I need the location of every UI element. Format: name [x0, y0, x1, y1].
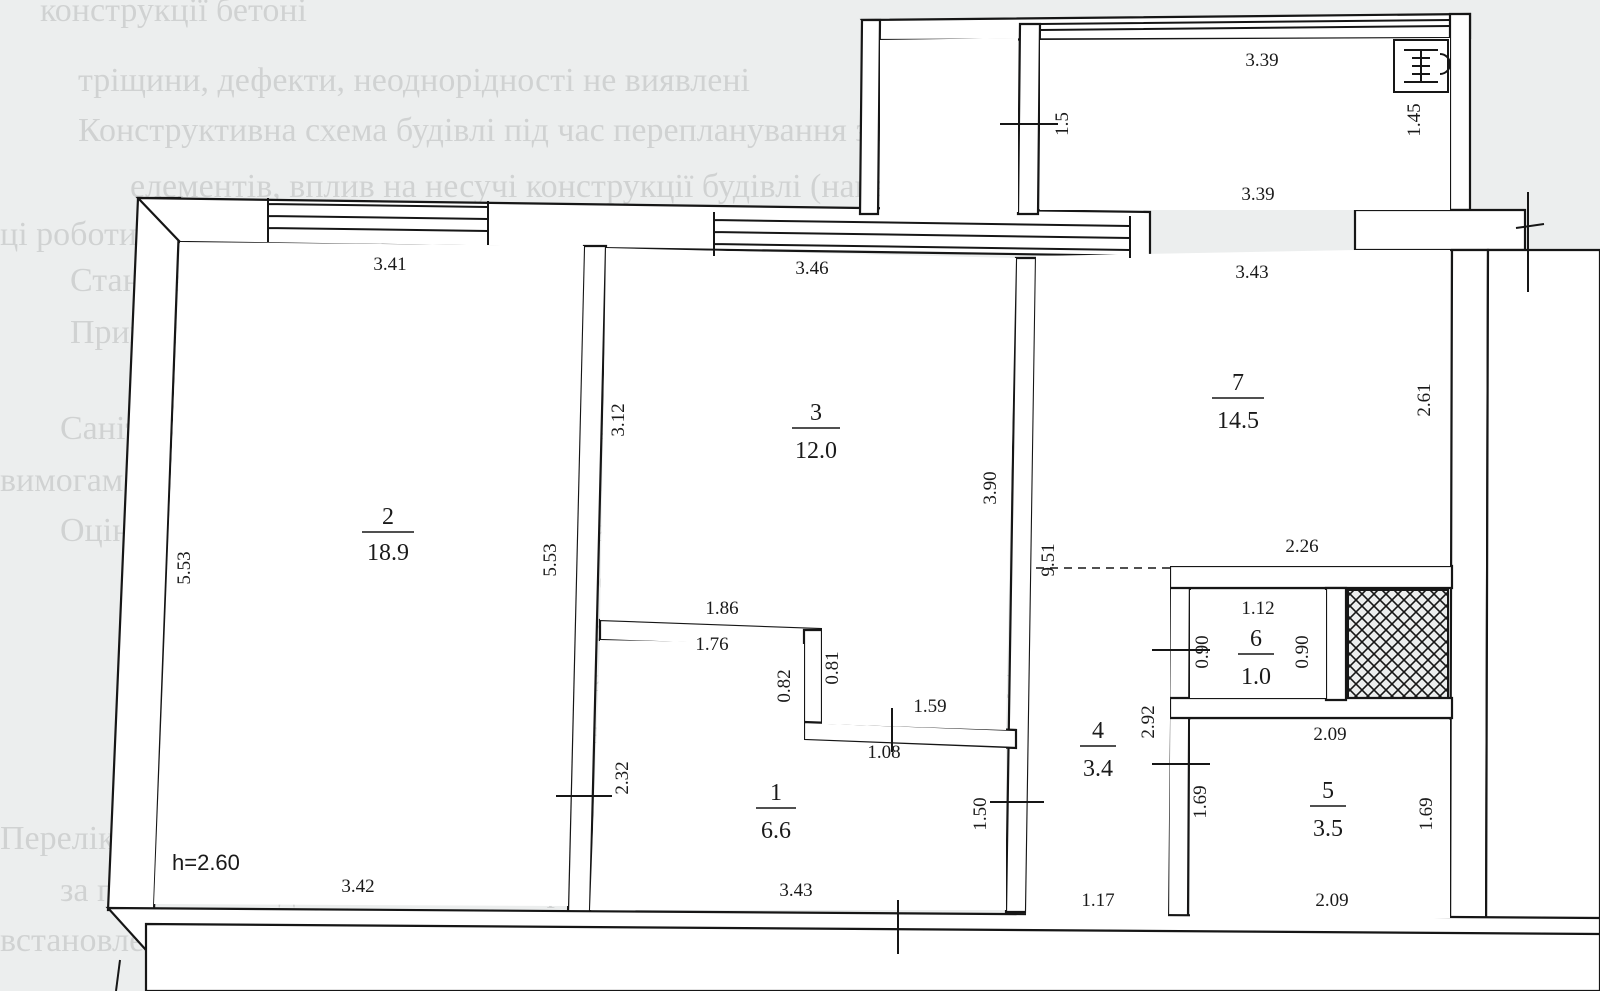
dim-room1-step-top: 1.08: [867, 742, 900, 763]
room-label-6: 6 1.0: [1238, 626, 1274, 690]
wall-bath-mid: [1168, 696, 1454, 720]
ceiling-height-label: h=2.60: [172, 850, 240, 875]
room-area: 1.0: [1241, 664, 1271, 690]
room-area: 6.6: [761, 818, 791, 844]
dim-room3-left: 3.12: [608, 403, 629, 436]
dim-room3-top: 3.46: [795, 258, 828, 279]
room-label-1: 1 6.6: [756, 780, 796, 844]
wall-balcony-left: [858, 18, 882, 216]
dim-room2-left: 5.53: [174, 551, 195, 584]
dim-room1-left: 2.32: [612, 761, 633, 794]
wall-bottom-plinth: [144, 922, 1600, 991]
ventilation-shaft: [1347, 589, 1449, 699]
room-label-2: 2 18.9: [362, 504, 414, 566]
wall-room3-step: [802, 628, 824, 738]
room-area: 3.4: [1083, 756, 1113, 782]
dim-room2-right: 5.53: [540, 543, 561, 576]
dim-balcony-bottom: 3.39: [1241, 184, 1274, 205]
room-6-floor: [1190, 590, 1326, 698]
room-area: 3.5: [1313, 816, 1343, 842]
wall-kitchen-right-stub: [1353, 208, 1527, 252]
room-number: 7: [1232, 370, 1244, 396]
boiler-icon: [1393, 39, 1451, 93]
dim-room5-top: 2.09: [1313, 724, 1346, 745]
room-area: 18.9: [367, 540, 409, 566]
room-3-floor: [600, 248, 1016, 730]
wall-balcony-divider: [1016, 22, 1042, 216]
room-number: 6: [1250, 626, 1262, 652]
room-label-7: 7 14.5: [1212, 370, 1264, 434]
wall-bath-top: [1168, 564, 1454, 590]
dim-room6-left: 0.90: [1192, 635, 1213, 668]
dim-room6-top: 1.12: [1241, 598, 1274, 619]
dim-balcony-width: 1.5: [1052, 112, 1073, 136]
wall-bath-left: [1166, 564, 1192, 922]
dim-room1-right: 1.50: [970, 797, 991, 830]
room-area: 12.0: [795, 438, 837, 464]
dim-room7-top: 3.43: [1235, 262, 1268, 283]
window-room3: [713, 212, 1131, 258]
room-2-floor: [154, 242, 584, 906]
dim-room2-bottom: 3.42: [341, 876, 374, 897]
dim-room1-bottom: 3.43: [779, 880, 812, 901]
room-balcony-right: [1040, 38, 1450, 210]
wall-wc-right: [1324, 586, 1348, 702]
room-7-floor: [1026, 250, 1450, 918]
room-label-5: 5 3.5: [1310, 778, 1346, 842]
dim-room1-top: 1.76: [695, 634, 728, 655]
dim-room5-right: 1.69: [1416, 797, 1437, 830]
walls: [105, 12, 1600, 991]
room-number: 2: [382, 504, 394, 530]
room-number: 4: [1092, 718, 1104, 744]
dim-room3-step: 0.81: [822, 651, 843, 684]
dim-room5-bottom: 2.09: [1315, 890, 1348, 911]
room-1-floor: [590, 640, 1006, 910]
room-number: 3: [810, 400, 822, 426]
dim-room7-bottom: 2.26: [1285, 536, 1318, 557]
dim-room6-right: 0.90: [1292, 635, 1313, 668]
room-labels: 2 18.9 3 12.0 7 14.5 6 1.0 4: [362, 370, 1346, 844]
room-label-4: 4 3.4: [1080, 718, 1116, 782]
wall-far-right: [1484, 248, 1600, 957]
room-balcony-left: [880, 38, 1018, 212]
room-number: 5: [1322, 778, 1334, 804]
windows: [267, 19, 1451, 258]
room-5-floor: [1190, 720, 1450, 918]
dim-balcony-height: 1.45: [1404, 103, 1425, 136]
room-area: 14.5: [1217, 408, 1259, 434]
dim-room4-bottom: 1.17: [1081, 890, 1114, 911]
dim-room4-right: 2.92: [1138, 705, 1159, 738]
dim-room3-bottom: 1.86: [705, 598, 738, 619]
dim-balcony-top: 3.39: [1245, 50, 1278, 71]
dim-room2-top: 3.41: [373, 254, 406, 275]
dim-room1-step: 0.82: [774, 669, 795, 702]
window-room2: [267, 198, 489, 245]
wall-right-upper: [1448, 12, 1472, 212]
wall-right-lower: [1448, 248, 1490, 957]
window-balcony: [1039, 19, 1451, 31]
dim-room3-right: 3.90: [980, 471, 1001, 504]
dimension-labels: 3.39 1.5 1.45 3.39 3.41 3.46 3.43 3.12 3…: [174, 50, 1437, 911]
dim-room5-left: 1.69: [1190, 785, 1211, 818]
dim-room7-right: 2.61: [1414, 383, 1435, 416]
room-number: 1: [770, 780, 782, 806]
opening-marks: [115, 123, 1545, 991]
dim-room3-step-bottom: 1.59: [913, 696, 946, 717]
room-label-3: 3 12.0: [792, 400, 840, 464]
room-interiors: [154, 38, 1450, 918]
dim-corridor-length: 9.51: [1038, 543, 1059, 576]
